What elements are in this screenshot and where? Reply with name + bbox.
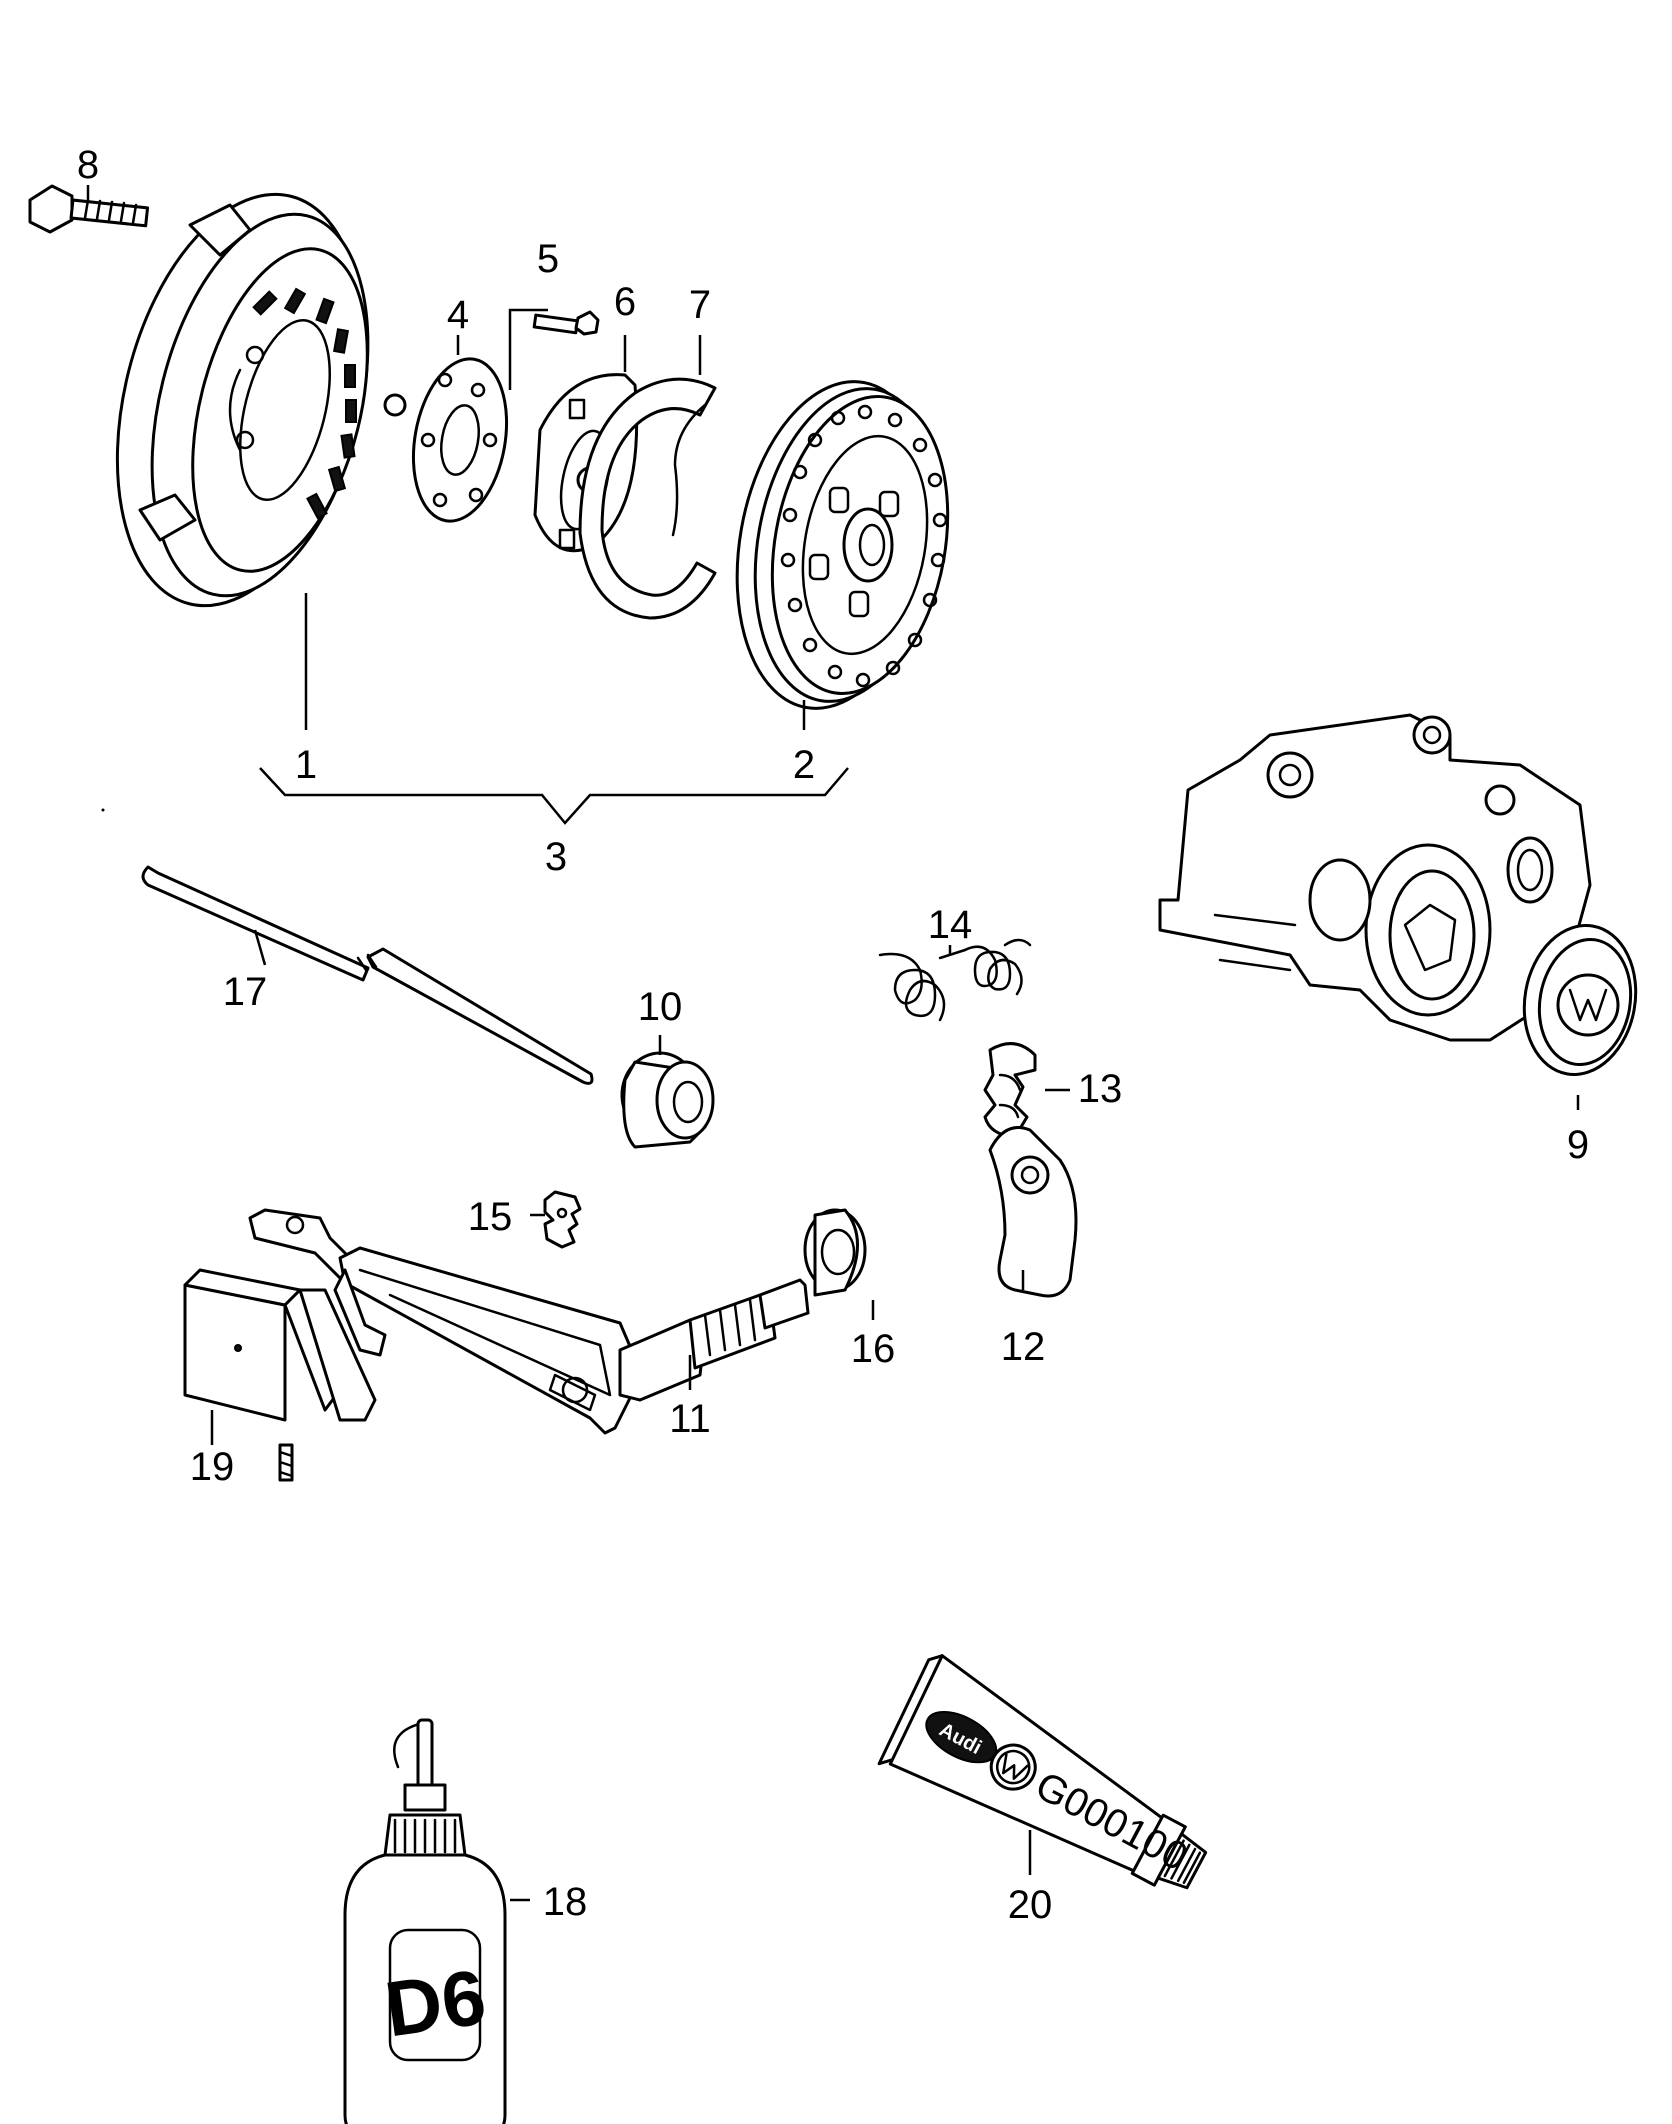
oil-bottle-icon: D6	[343, 1718, 507, 2124]
stray-dot	[101, 808, 105, 812]
callout-6: 6	[614, 280, 636, 324]
callout-12: 12	[1001, 1325, 1046, 1369]
callout-numbers: 8 5 4 6 7 1 2 3 9 17 14 10 13 15 16 12 1…	[77, 143, 1589, 1927]
lever-icon	[988, 1126, 1078, 1298]
callout-10: 10	[638, 985, 683, 1029]
clutch-pressure-plate-icon	[115, 192, 407, 608]
callout-4: 4	[447, 293, 469, 337]
grease-tube-icon: Audi G000100	[877, 1654, 1208, 1890]
callout-14: 14	[928, 903, 973, 947]
spring-icon	[878, 938, 1032, 1022]
callout-1: 1	[295, 743, 317, 787]
bolt-icon	[28, 184, 150, 234]
pad-icon	[183, 1268, 377, 1482]
callout-2: 2	[793, 743, 815, 787]
callout-18: 18	[543, 1880, 588, 1924]
cap-icon	[1522, 924, 1638, 1076]
bottle-label-text: D6	[380, 1952, 491, 2053]
callout-17: 17	[223, 970, 268, 1014]
callout-7: 7	[689, 283, 711, 327]
release-shaft-icon	[248, 1208, 810, 1435]
callout-8: 8	[77, 143, 99, 187]
transmission-housing-icon	[1158, 713, 1592, 1042]
clutch-disc-icon	[735, 380, 950, 710]
clip-icon	[983, 1042, 1037, 1139]
callout-19: 19	[190, 1445, 235, 1489]
callout-16: 16	[851, 1327, 896, 1371]
callout-9: 9	[1567, 1123, 1589, 1167]
ring-icon	[578, 377, 717, 620]
callout-11: 11	[669, 1397, 711, 1441]
push-rod-icon	[141, 865, 594, 1085]
callout-5: 5	[537, 237, 559, 281]
callout-20: 20	[1008, 1883, 1053, 1927]
plate-icon	[411, 357, 509, 523]
callout-15: 15	[468, 1195, 513, 1239]
leader-lines	[86, 185, 1580, 1902]
callout-3: 3	[545, 835, 567, 879]
bolt-icon	[508, 308, 600, 390]
seal-icon	[803, 1208, 867, 1297]
clip-icon	[543, 1190, 582, 1249]
release-bearing-icon	[620, 1051, 715, 1149]
callout-13: 13	[1078, 1067, 1123, 1111]
